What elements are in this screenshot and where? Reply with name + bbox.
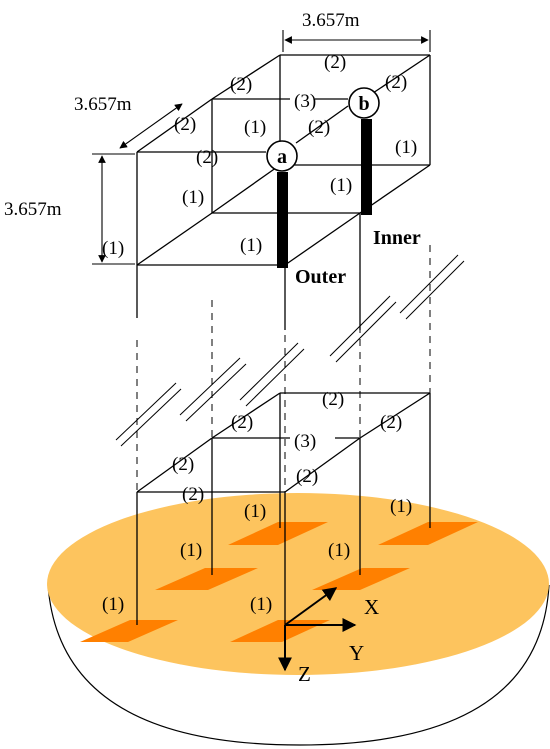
member-label: (1) bbox=[244, 117, 266, 138]
member-label: (1) bbox=[240, 235, 262, 256]
marked-columns: a b bbox=[266, 87, 380, 268]
footing-back-left bbox=[228, 522, 328, 545]
member-label: (2) bbox=[385, 72, 407, 93]
member-label: (3) bbox=[294, 431, 316, 452]
member-label: (1) bbox=[182, 187, 204, 208]
outer-column bbox=[277, 172, 288, 268]
member-label: (2) bbox=[380, 412, 402, 433]
member-label: (1) bbox=[330, 175, 352, 196]
member-label: (2) bbox=[308, 117, 330, 138]
member-label: (1) bbox=[102, 238, 124, 259]
member-label: (2) bbox=[296, 466, 318, 487]
ground-surface bbox=[47, 493, 549, 675]
footing-mid-left bbox=[155, 568, 258, 590]
member-label: (2) bbox=[231, 412, 253, 433]
foundation-labels: (1) (1) (1) (1) (1) (1) bbox=[102, 496, 412, 615]
upper-member-labels: (2) (2) (3) (2) (2) (1) (2) (2) (1) (1) … bbox=[102, 52, 417, 259]
member-label: (2) bbox=[324, 52, 346, 73]
footing-back-right bbox=[378, 522, 478, 545]
node-a-circle bbox=[266, 140, 298, 172]
outer-column-label: Outer bbox=[295, 266, 346, 288]
member-label: (2) bbox=[174, 114, 196, 135]
member-label: (1) bbox=[395, 137, 417, 158]
member-label: (1) bbox=[102, 594, 124, 615]
member-label: (1) bbox=[328, 540, 350, 561]
inner-column-label: Inner bbox=[373, 227, 421, 249]
member-label: (1) bbox=[180, 540, 202, 561]
member-label: (2) bbox=[230, 74, 252, 95]
axis-x-arrow bbox=[284, 587, 338, 626]
member-label: (1) bbox=[250, 594, 272, 615]
member-label: (2) bbox=[196, 147, 218, 168]
footing-mid-right bbox=[312, 568, 410, 590]
dimension-depth: 3.657m bbox=[74, 94, 132, 115]
node-b-label: b bbox=[358, 93, 369, 115]
node-b-circle bbox=[348, 87, 380, 119]
footing-front-left bbox=[80, 620, 178, 642]
member-label: (3) bbox=[294, 91, 316, 112]
axis-z-label: Z bbox=[298, 662, 311, 686]
dimension-top-width: 3.657m bbox=[302, 10, 360, 31]
dimension-height: 3.657m bbox=[4, 199, 62, 220]
axis-x-label: X bbox=[364, 595, 379, 619]
member-label: (1) bbox=[390, 496, 412, 517]
member-label: (2) bbox=[322, 389, 344, 410]
dimension-lines bbox=[92, 30, 431, 265]
member-label: (1) bbox=[244, 501, 266, 522]
footings bbox=[80, 522, 478, 642]
lower-member-labels: (2) (2) (3) (2) (2) (2) (2) bbox=[172, 389, 402, 505]
break-marks bbox=[115, 254, 465, 447]
lower-frame bbox=[136, 392, 431, 625]
axis-y-label: Y bbox=[349, 641, 364, 665]
inner-column bbox=[361, 119, 372, 215]
coordinate-axes bbox=[278, 587, 357, 672]
node-a-label: a bbox=[277, 146, 287, 168]
member-label: (2) bbox=[182, 484, 204, 505]
member-label: (2) bbox=[172, 454, 194, 475]
projection-lines bbox=[136, 245, 431, 492]
